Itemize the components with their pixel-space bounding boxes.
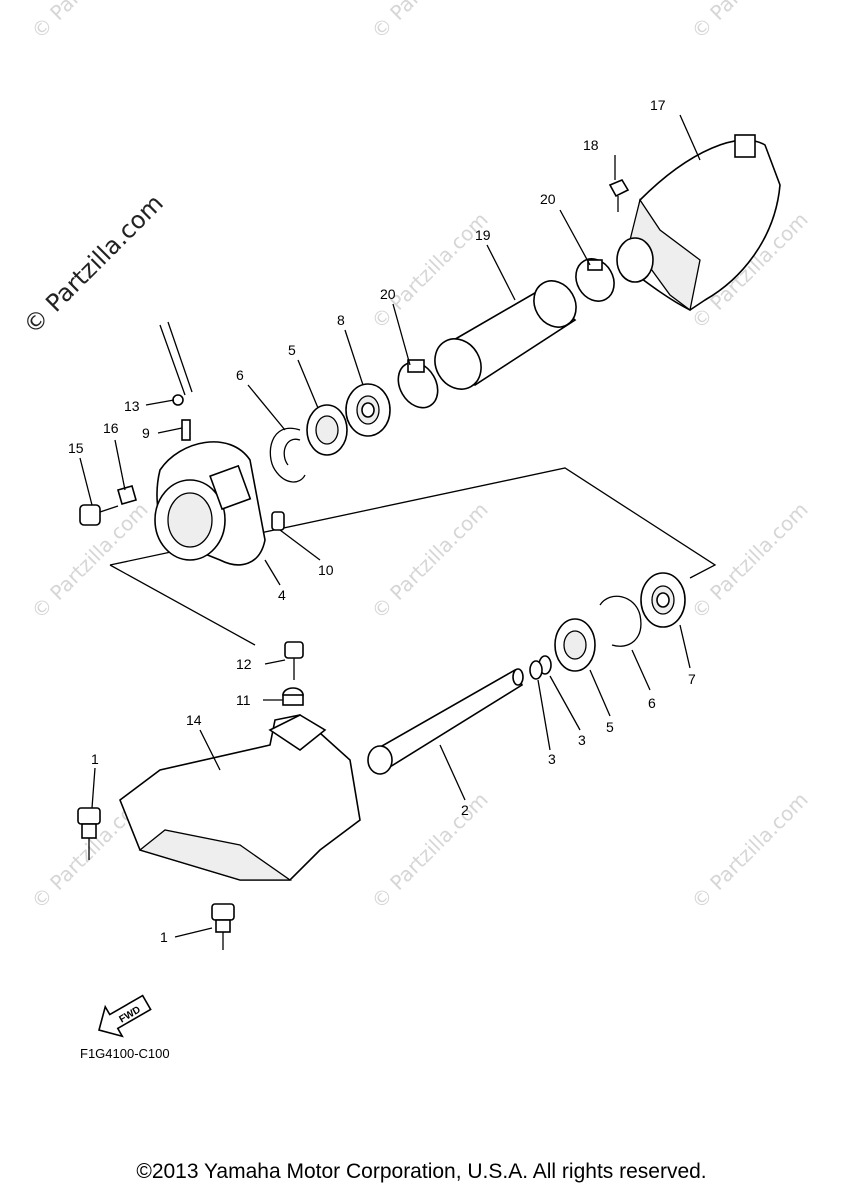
part-20-hose-clamp-lower: [397, 359, 439, 409]
part-14-duct: [119, 714, 361, 881]
callout-20: 20: [380, 286, 396, 302]
callout-1: 1: [91, 751, 99, 767]
part-15-bolt: [79, 504, 119, 526]
callout-5: 5: [288, 342, 296, 358]
part-20-hose-clamp-upper: [575, 258, 615, 302]
part-2-drive-shaft: [367, 668, 524, 775]
part-9-fitting: [159, 321, 193, 441]
fwd-arrow-icon: FWD: [98, 994, 152, 1038]
callout-7: 7: [688, 671, 696, 687]
watermark: © Partzilla.com: [367, 0, 493, 44]
assembly-bracket-top: [109, 467, 717, 579]
watermark: © Partzilla.com: [687, 0, 813, 44]
part-5-oil-seal-upper: [306, 404, 348, 456]
callout-10: 10: [318, 562, 334, 578]
callout-2: 2: [461, 802, 469, 818]
part-12-bolt: [284, 641, 304, 680]
watermark: © Partzilla.com: [367, 787, 493, 913]
callout-18: 18: [583, 137, 599, 153]
watermark: © Partzilla.com: [27, 0, 153, 44]
part-1-fastener-upper: [77, 807, 101, 860]
callout-16: 16: [103, 420, 119, 436]
part-4-intermediate-housing: [154, 441, 266, 566]
assembly-bracket-left: [109, 564, 256, 646]
part-19-hose: [434, 280, 577, 390]
callout-5: 5: [606, 719, 614, 735]
leader-lines: [79, 114, 701, 938]
callout-6: 6: [648, 695, 656, 711]
part-5-oil-seal-lower: [554, 618, 596, 672]
watermark: © Partzilla.com: [687, 497, 813, 623]
watermark-grid: © Partzilla.com © Partzilla.com © Partzi…: [27, 0, 813, 914]
part-18-bolt: [608, 178, 630, 212]
watermark: © Partzilla.com: [367, 207, 493, 333]
watermark: © Partzilla.com: [687, 787, 813, 913]
watermark: © Partzilla.com: [367, 497, 493, 623]
callout-9: 9: [142, 425, 150, 441]
part-11-collar: [282, 687, 304, 706]
callout-19: 19: [475, 227, 491, 243]
part-6-circlip-lower: [599, 595, 642, 647]
diagram-code: F1G4100-C100: [80, 1046, 170, 1061]
callout-3: 3: [578, 732, 586, 748]
part-17-nozzle-deflector: [616, 134, 781, 312]
part-6-circlip-upper: [269, 427, 306, 483]
part-7-bearing: [640, 572, 686, 628]
part-16-bracket: [117, 485, 137, 505]
part-10-dowel-pin: [271, 511, 285, 531]
callout-20: 20: [540, 191, 556, 207]
part-3-o-ring: [529, 660, 543, 680]
part-13-clip: [172, 394, 184, 406]
copyright-notice: ©2013 Yamaha Motor Corporation, U.S.A. A…: [136, 1160, 707, 1183]
callout-17: 17: [650, 97, 666, 113]
callout-4: 4: [278, 587, 286, 603]
callout-8: 8: [337, 312, 345, 328]
callout-6: 6: [236, 367, 244, 383]
callout-13: 13: [124, 398, 140, 414]
part-1-fastener-lower: [211, 903, 235, 950]
callout-1: 1: [160, 929, 168, 945]
part-8-bearing: [345, 383, 391, 437]
callout-14: 14: [186, 712, 202, 728]
callout-11: 11: [236, 692, 251, 708]
callout-15: 15: [68, 440, 84, 456]
callout-12: 12: [236, 656, 252, 672]
callout-3: 3: [548, 751, 556, 767]
